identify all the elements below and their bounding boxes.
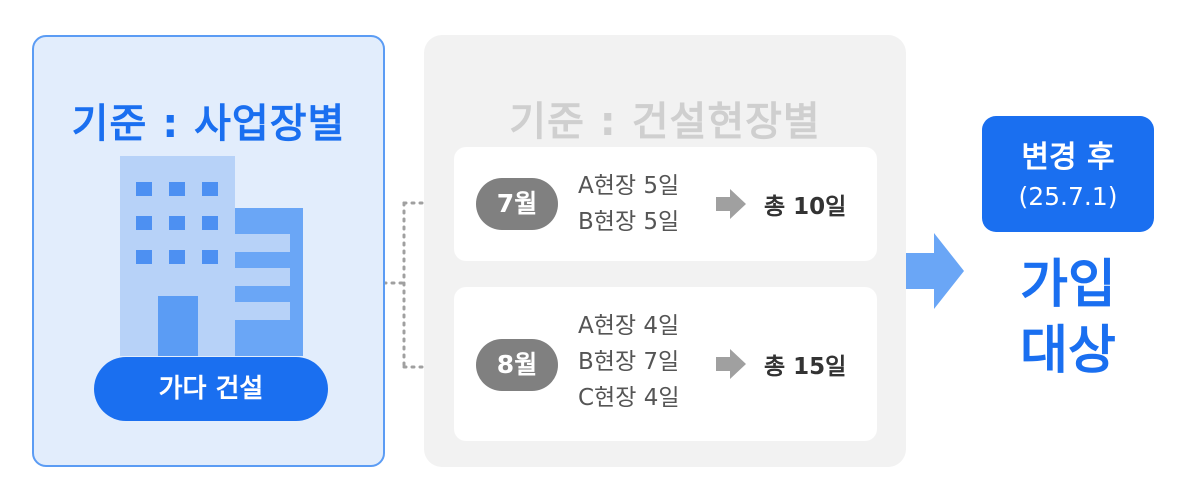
- building-window: [202, 182, 218, 196]
- arrow-right-icon: [716, 189, 746, 219]
- business-site-title: 기준 : 사업장별: [71, 101, 346, 147]
- month-card-august: 8월 A현장 4일 B현장 7일 C현장 4일 총 15일: [454, 287, 877, 441]
- site-list: A현장 4일 B현장 7일 C현장 4일: [578, 308, 679, 416]
- arrow-right-icon: [906, 233, 964, 309]
- site-item: C현장 4일: [578, 385, 680, 411]
- building-window: [169, 250, 185, 264]
- result-line: 가입: [1020, 255, 1116, 315]
- site-item: B현장 7일: [578, 349, 680, 375]
- site-item: A현장 4일: [578, 313, 680, 339]
- building-stripe: [235, 234, 290, 252]
- total-days: 총 10일: [764, 194, 847, 220]
- change-label: 변경 후: [1021, 140, 1115, 175]
- construction-site-panel: 기준 : 건설현장별 7월 A현장 5일 B현장 5일 총 10일 8월 A현장…: [424, 35, 906, 467]
- building-stripe: [235, 268, 290, 286]
- building-window: [136, 250, 152, 264]
- site-item: A현장 5일: [578, 173, 680, 199]
- change-date: (25.7.1): [1018, 182, 1118, 211]
- arrow-right-icon: [716, 349, 746, 379]
- building-icon: [120, 156, 305, 366]
- month-badge: 7월: [476, 178, 558, 230]
- building-window: [202, 250, 218, 264]
- building-side-block: [235, 208, 303, 356]
- total-days: 총 15일: [764, 354, 847, 380]
- result-text: 가입 대상: [982, 252, 1154, 384]
- building-stripe: [235, 302, 290, 320]
- building-window: [169, 182, 185, 196]
- company-name-pill: 가다 건설: [94, 357, 328, 421]
- building-window: [136, 216, 152, 230]
- construction-site-title: 기준 : 건설현장별: [509, 99, 821, 145]
- site-item: B현장 5일: [578, 209, 680, 235]
- building-door: [158, 296, 198, 356]
- building-window: [136, 182, 152, 196]
- month-card-july: 7월 A현장 5일 B현장 5일 총 10일: [454, 147, 877, 261]
- building-window: [169, 216, 185, 230]
- month-badge: 8월: [476, 339, 558, 391]
- building-main-block: [120, 156, 235, 356]
- building-window: [202, 216, 218, 230]
- change-date-box: 변경 후 (25.7.1): [982, 116, 1154, 232]
- site-list: A현장 5일 B현장 5일: [578, 168, 679, 240]
- result-line: 대상: [1020, 321, 1116, 381]
